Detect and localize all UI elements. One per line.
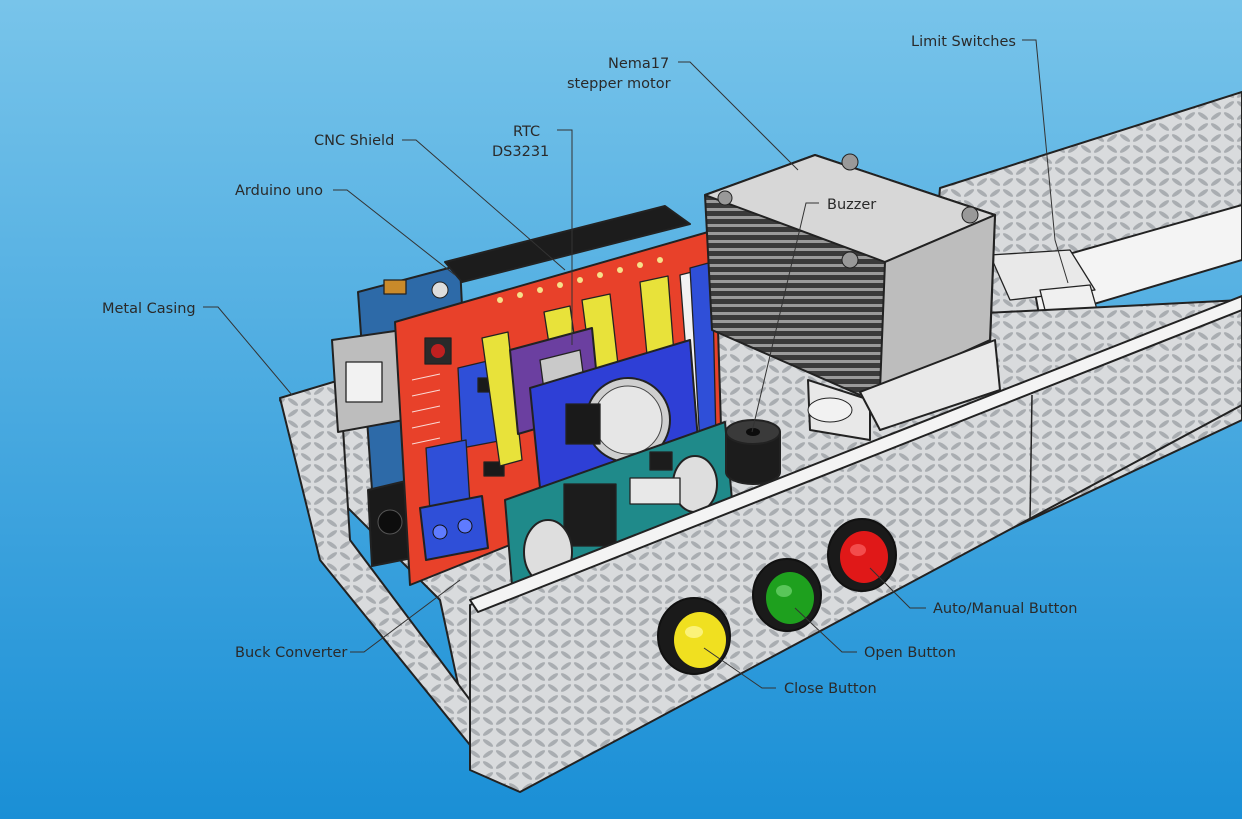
label-close-button: Close Button xyxy=(784,681,877,697)
auto-manual-button[interactable] xyxy=(827,518,897,592)
label-nema17-line1: Nema17 xyxy=(608,56,669,72)
label-nema17-line2: stepper motor xyxy=(567,76,671,92)
rear-rail xyxy=(929,91,1242,331)
label-rtc-line1: RTC xyxy=(513,124,540,140)
label-buzzer: Buzzer xyxy=(827,197,876,213)
label-rtc-line2: DS3231 xyxy=(492,144,549,160)
label-metal-casing: Metal Casing xyxy=(102,301,196,317)
arduino-headers xyxy=(444,205,691,283)
label-limit-switches: Limit Switches xyxy=(911,34,1016,50)
close-button[interactable] xyxy=(657,597,731,675)
label-auto-manual-button: Auto/Manual Button xyxy=(933,601,1077,617)
label-open-button: Open Button xyxy=(864,645,956,661)
label-arduino-uno: Arduino uno xyxy=(235,183,323,199)
rtc-ds3231-module xyxy=(529,339,699,489)
label-buck-converter: Buck Converter xyxy=(235,645,347,661)
leader-lines xyxy=(203,39,1069,689)
open-button[interactable] xyxy=(752,558,822,632)
buck-converter-module xyxy=(504,421,733,586)
label-cnc-shield: CNC Shield xyxy=(314,133,394,149)
buzzer xyxy=(725,419,781,485)
nema17-stepper-motor xyxy=(704,153,1001,441)
